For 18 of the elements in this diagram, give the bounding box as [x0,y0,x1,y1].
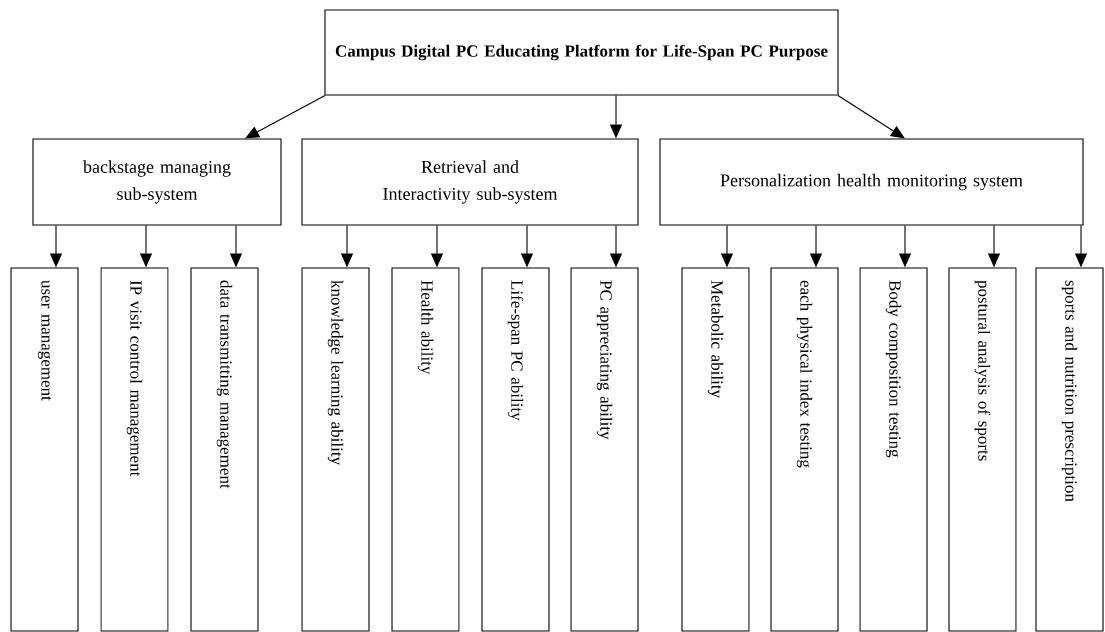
function-box: sports and nutrition prescription [1035,267,1104,632]
subsystem-box: backstage managing sub-system [32,138,282,226]
subsystem-box: Personalization health monitoring system [659,138,1084,226]
function-box: Life-span PC ability [481,267,550,632]
function-box: Health ability [391,267,460,632]
function-box: data transmitting management [190,267,259,632]
arrow [245,95,326,139]
function-box: postural analysis of sports [948,267,1017,632]
subsystem-box: Retrieval and Interactivity sub-system [301,138,639,226]
function-box: each physical index testing [770,267,839,632]
function-box: Body composition testing [859,267,928,632]
arrow [837,95,905,139]
function-box: knowledge learning ability [301,267,370,632]
function-box: Metabolic ability [681,267,750,632]
platform-box: Campus Digital PC Educating Platform for Life-Span PC Purpose [324,9,839,96]
function-box: user management [10,267,79,632]
function-box: IP visit control management [100,267,169,632]
function-box: PC appreciating ability [570,267,639,632]
